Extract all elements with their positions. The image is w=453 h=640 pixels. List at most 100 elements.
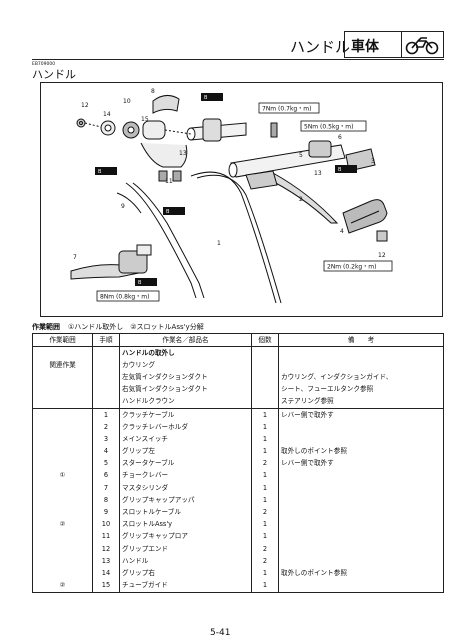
part-note [278, 555, 444, 568]
part-name: マスタシリンダ [119, 482, 252, 495]
torque-8nm: 8Nm (0.8kg・m) [100, 294, 149, 301]
part-qty: 1 [251, 482, 279, 495]
part-name: チョークレバー [119, 469, 252, 483]
part-qty: 2 [251, 555, 279, 568]
part-note [278, 506, 444, 519]
part-note [278, 421, 444, 434]
col-header-qty: 個数 [251, 333, 279, 347]
part-qty: 2 [251, 506, 279, 519]
range-cell [32, 530, 93, 543]
part-name: グリップ右 [119, 567, 252, 580]
callout-6: 6 [338, 134, 342, 141]
part-note [278, 469, 444, 483]
step-number: 3 [92, 433, 120, 446]
part-name: クラッチレバーホルダ [119, 421, 252, 434]
callout-1: 1 [217, 240, 221, 247]
step-number: 5 [92, 457, 120, 470]
col-header-note: 備 考 [278, 333, 444, 347]
part-name: スロットルAss'y [119, 518, 252, 531]
table-row: 右気筒インダクションダクト シート、フューエルタンク参照 [32, 383, 444, 396]
handlebar-exploded-drawing: 12 10 14 15 8 13 11 9 7 1 2 5 6 3 13 4 1… [70, 88, 393, 304]
part-note: 取外しのポイント参照 [278, 567, 444, 580]
page-header-title: ハンドル [290, 38, 351, 56]
range-cell [32, 433, 93, 446]
table-row: ハンドルクラウン ステアリング参照 [32, 395, 444, 409]
work-scope-items: ①ハンドル取外し ②スロットルAss'y分解 [68, 323, 204, 331]
range-cell [32, 555, 93, 568]
part-name: チューブガイド [119, 579, 252, 593]
callout-9: 9 [121, 203, 125, 210]
related-note: カウリング、インダクションガイド、 [278, 371, 444, 384]
torque-5nm: 5Nm (0.5kg・m) [304, 124, 353, 131]
table-row: 左気筒インダクションダクト カウリング、インダクションガイド、 [32, 371, 444, 384]
callout-13a: 13 [179, 150, 187, 157]
range-cell [32, 457, 93, 470]
part-name: クラッチケーブル [119, 408, 252, 422]
part-note: レバー側で取外す [278, 457, 444, 470]
part-note: 取外しのポイント参照 [278, 445, 444, 458]
callout-8: 8 [151, 88, 155, 95]
callout-4: 4 [340, 228, 344, 235]
torque-2nm: 2Nm (0.2kg・m) [327, 264, 376, 271]
chapter-tag-divider [401, 32, 402, 57]
callout-5: 5 [299, 152, 303, 159]
range-cell [32, 408, 93, 422]
range-cell [32, 421, 93, 434]
part-qty: 2 [251, 457, 279, 470]
col-header-step: 手順 [92, 333, 120, 347]
part-qty: 1 [251, 494, 279, 507]
related-item: カウリング [119, 359, 252, 372]
related-item: ハンドルクラウン [119, 395, 252, 409]
part-name: グリップエンド [119, 543, 252, 556]
step-number: 11 [92, 530, 120, 543]
document-code: EB709000 [32, 62, 56, 67]
grease-mark: B [338, 167, 342, 173]
part-qty: 1 [251, 530, 279, 543]
part-name: メインスイッチ [119, 433, 252, 446]
range-mark: ② [32, 579, 93, 593]
page-number: 5-41 [210, 628, 231, 638]
part-name: ハンドル [119, 555, 252, 568]
range-mark: ① [32, 469, 93, 483]
callout-3: 3 [371, 158, 375, 165]
step-number: 13 [92, 555, 120, 568]
callout-11: 11 [165, 178, 173, 185]
part-note [278, 494, 444, 507]
part-note [278, 579, 444, 593]
work-table: 作業範囲 手順 作業名／部品名 個数 備 考 ハンドルの取外し 関連作業 カウリ… [32, 333, 444, 593]
callout-10: 10 [123, 98, 131, 105]
step-number: 9 [92, 506, 120, 519]
step-number: 14 [92, 567, 120, 580]
table-row: 関連作業 カウリング [32, 359, 444, 372]
range-cell [32, 445, 93, 458]
part-qty: 2 [251, 543, 279, 556]
table-row: ハンドルの取外し [32, 346, 444, 360]
part-note [278, 518, 444, 531]
callout-12a: 12 [81, 102, 89, 109]
step-number: 15 [92, 579, 120, 593]
part-name: グリップ左 [119, 445, 252, 458]
range-cell [32, 506, 93, 519]
step-number: 8 [92, 494, 120, 507]
callout-2: 2 [299, 196, 303, 203]
part-name: グリップキャップロア [119, 530, 252, 543]
part-name: スタータケーブル [119, 457, 252, 470]
part-note [278, 530, 444, 543]
range-cell [32, 567, 93, 580]
range-mark: ② [32, 518, 93, 531]
chapter-tag-box: 車体 [344, 31, 444, 58]
part-qty: 1 [251, 579, 279, 593]
grease-mark: B [166, 209, 170, 215]
grease-mark: B [204, 95, 208, 101]
